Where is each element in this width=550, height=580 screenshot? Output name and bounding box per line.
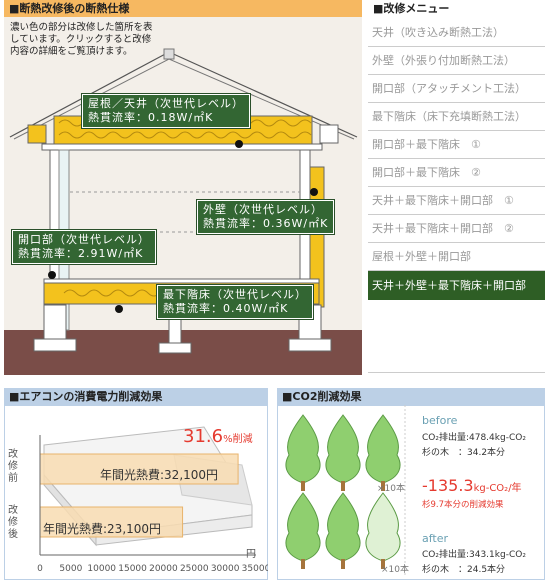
x-tick-label: 30000 (211, 564, 240, 574)
callout-floor[interactable]: 最下階床（次世代レベル） 熱貫流率：0.40W/㎡K (157, 285, 313, 319)
callout-opening[interactable]: 開口部（次世代レベル） 熱貫流率：2.91W/㎡K (12, 230, 156, 264)
section-header-menu: ■改修メニュー (368, 0, 545, 17)
ac-reduction-suffix: %削減 (223, 434, 253, 445)
co2-reduction-value: -135.3 (422, 476, 474, 495)
note-line: 濃い色の部分は改修した箇所を表 (10, 22, 153, 33)
callout-value: 熱貫流率：2.91W/㎡K (18, 247, 144, 260)
floor-board (43, 278, 320, 284)
before-label: before (422, 414, 458, 427)
menu-item[interactable]: 外壁（外張り付加断熱工法） (368, 47, 545, 75)
after-label: after (422, 532, 449, 545)
section-header-ac: ■エアコンの消費電力削減効果 (4, 388, 268, 405)
menu-item[interactable]: 開口部（アタッチメント工法） (368, 75, 545, 103)
callout-title: 開口部（次世代レベル） (18, 233, 150, 246)
note-line: しています。クリックすると改修 (10, 34, 152, 45)
footing-right (288, 338, 332, 352)
callout-title: 最下階床（次世代レベル） (163, 288, 307, 301)
footing-left (33, 338, 77, 352)
x-tick-label: 5000 (59, 564, 82, 574)
tree-illustration (285, 405, 406, 575)
before-bar-label: 年間光熱費:32,100円 (100, 468, 219, 482)
menu-item[interactable]: 天井（吹き込み断熱工法） (368, 19, 545, 47)
cedar-tree-icon (325, 492, 361, 569)
menu-item[interactable]: 屋根＋外壁＋開口部 (368, 243, 545, 271)
marker-floor (115, 305, 123, 313)
ac-reduction-value: 31.6 (183, 426, 224, 447)
x-tick-label: 25000 (180, 564, 209, 574)
co2-reduction: -135.3kg-CO₂/年 (422, 476, 522, 495)
menu-item[interactable]: 最下階床（床下充填断熱工法） (368, 103, 545, 131)
x-tick-label: 0 (37, 564, 43, 574)
eave-insulation-left (27, 124, 47, 144)
callout-roof[interactable]: 屋根／天井（次世代レベル） 熱貫流率：0.18W/㎡K (82, 94, 250, 128)
menu-item[interactable]: 開口部＋最下階床 ① (368, 131, 545, 159)
ac-bar (39, 506, 184, 538)
callout-wall[interactable]: 外壁（次世代レベル） 熱貫流率：0.36W/㎡K (197, 200, 335, 234)
ac-bar (39, 453, 239, 485)
cedar-tree-icon (285, 414, 321, 491)
before-trees: 杉の木 ：34.2本分 (422, 448, 506, 458)
co2-reduction-note: 杉9.7本分の削減効果 (422, 500, 504, 510)
ac-reduction: 31.6%削減 (183, 426, 253, 447)
menu-item[interactable]: 天井＋外壁＋最下階床＋開口部 (368, 271, 545, 300)
x-axis-unit: 円 (246, 549, 256, 560)
cedar-tree-icon (325, 414, 361, 491)
ridge-beam (163, 48, 175, 60)
after-emission: CO₂排出量:343.1kg-CO₂ (422, 550, 526, 560)
renovation-menu: 天井（吹き込み断熱工法）外壁（外張り付加断熱工法）開口部（アタッチメント工法）最… (368, 19, 545, 300)
callout-value: 熱貫流率：0.40W/㎡K (163, 302, 289, 315)
menu-bottom-divider (368, 372, 545, 373)
cedar-tree-icon (285, 492, 321, 569)
times10-top: ×10本 (377, 484, 405, 494)
co2-reduction-unit: kg-CO₂/年 (473, 483, 522, 494)
times10-bottom: ×10本 (381, 565, 409, 575)
menu-item[interactable]: 天井＋最下階床＋開口部 ② (368, 215, 545, 243)
x-tick-label: 10000 (87, 564, 116, 574)
menu-item[interactable]: 天井＋最下階床＋開口部 ① (368, 187, 545, 215)
house-cross-section (9, 48, 358, 354)
menu-item[interactable]: 開口部＋最下階床 ② (368, 159, 545, 187)
x-tick-label: 20000 (149, 564, 178, 574)
cedar-tree-icon (365, 492, 401, 569)
section-header-insulation-spec: ■断熱改修後の断熱仕様 (4, 0, 362, 17)
marker-roof (235, 140, 243, 148)
after-trees: 杉の木 ：24.5本分 (422, 565, 506, 575)
callout-title: 外壁（次世代レベル） (203, 203, 323, 216)
ceiling-joist (41, 143, 323, 151)
marker-opening (48, 271, 56, 279)
x-tick-label: 35000 (242, 564, 268, 574)
callout-value: 熱貫流率：0.18W/㎡K (88, 111, 214, 124)
co2-panel (277, 405, 545, 580)
eave-right (319, 124, 339, 144)
x-tick-label: 15000 (118, 564, 147, 574)
callout-value: 熱貫流率：0.36W/㎡K (203, 217, 329, 230)
before-axis-label: 改修前 (8, 449, 18, 484)
callout-title: 屋根／天井（次世代レベル） (88, 97, 244, 110)
section-header-co2: ■CO2削減効果 (277, 388, 545, 405)
center-footing (158, 342, 192, 354)
after-axis-label: 改修後 (8, 505, 18, 540)
cedar-tree-icon (365, 414, 401, 491)
note-line: 内容の詳細をご覧頂けます。 (10, 46, 133, 57)
diagram-note: 濃い色の部分は改修した箇所を表 しています。クリックすると改修 内容の詳細をご覧… (10, 22, 153, 58)
marker-wall (310, 188, 318, 196)
after-bar-label: 年間光熱費:23,100円 (43, 522, 162, 536)
before-emission: CO₂排出量:478.4kg-CO₂ (422, 433, 526, 443)
